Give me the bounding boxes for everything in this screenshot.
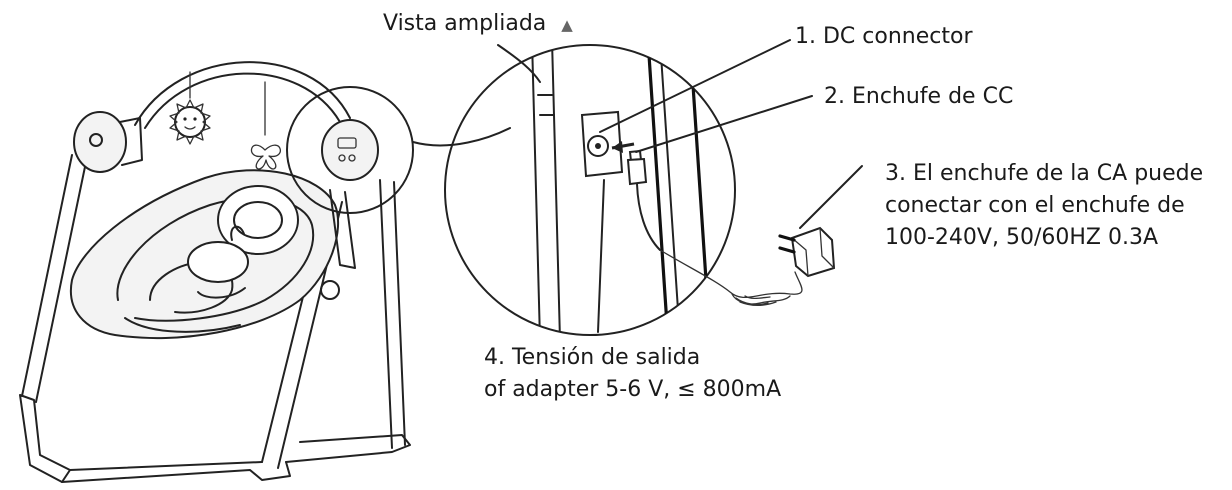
seat-edge [124,317,241,333]
dc-socket-panel [580,110,624,178]
sun-toy [169,71,211,145]
zoom-label: Vista ampliada ▲ [383,8,573,41]
swing-base-left-foot [19,394,71,483]
magnified-view [444,44,736,336]
zoom-label-leader [497,44,541,83]
control-box [321,119,379,181]
lower-hub [320,280,340,300]
callout-ac-plug-line-2: conectar con el enchufe de [885,193,1185,218]
toy-bar-arch [134,61,351,126]
toy-bar-arch-inner [144,72,341,129]
callout-ac-plug: 3. El enchufe de la CA puede conectar co… [885,158,1203,254]
zoom-frame-detail [537,94,555,116]
control-button-1 [338,154,346,162]
zoom-frame-tube-right [688,45,712,335]
leader-output-voltage [597,179,605,333]
zoom-frame-tube-middle [646,45,670,335]
swing-base-front [61,461,291,483]
zoom-marker: ▲ [561,16,573,34]
callout-enchufe-cc: 2. Enchufe de CC [824,84,1014,109]
dc-plug-body [626,157,648,186]
zoom-connector-line [412,127,511,147]
headrest [217,185,299,255]
adapter-body [790,226,836,278]
adapter-cable-coil [731,293,791,307]
adapter-edges [791,227,835,277]
swing-base-inner [69,461,263,471]
callout-dc-connector: 1. DC connector [795,24,973,49]
left-hub [73,111,127,173]
swing-front-leg [21,154,87,403]
dc-cable-zoom [636,183,661,251]
zoom-circle [444,44,736,336]
callout-output-voltage: 4. Tensión de salida of adapter 5-6 V, ≤… [484,342,781,406]
swing-rear-leg [379,179,406,449]
callout-ac-plug-line-3: 100-240V, 50/60HZ 0.3A [885,225,1159,250]
headrest-inner [233,201,283,239]
insert-arrow-head [612,141,623,153]
dc-socket-pin [595,143,601,149]
harness-buckle [187,241,249,283]
harness-shoulder [230,225,245,241]
right-arm [329,189,356,269]
callout-ac-plug-line-1: 3. El enchufe de la CA puede [885,161,1204,186]
adapter-prongs [778,234,796,254]
left-hub-joint [119,117,143,166]
zoom-source-circle [286,86,414,214]
seat-inner [116,196,315,322]
callout-output-voltage-line-2: of adapter 5-6 V, ≤ 800mA [484,377,782,402]
zoom-label-text: Vista ampliada [383,11,547,36]
swing-base-right [285,434,411,463]
dc-socket [587,135,609,157]
butterfly-toy [250,81,281,170]
leader-enchufe-cc [635,95,813,153]
callout-output-voltage-line-1: 4. Tensión de salida [484,345,701,370]
control-display [337,137,357,149]
leader-ac-plug [799,165,863,229]
zoom-frame-tube-left [531,45,561,335]
baby-swing [19,61,411,483]
control-button-2 [348,154,356,162]
ac-adapter [778,226,836,278]
leader-dc-connector [599,39,791,133]
left-hub-knob [89,133,103,147]
adapter-cable [659,249,803,299]
zoom-frame-edge [659,45,681,335]
harness-strap [197,287,246,299]
